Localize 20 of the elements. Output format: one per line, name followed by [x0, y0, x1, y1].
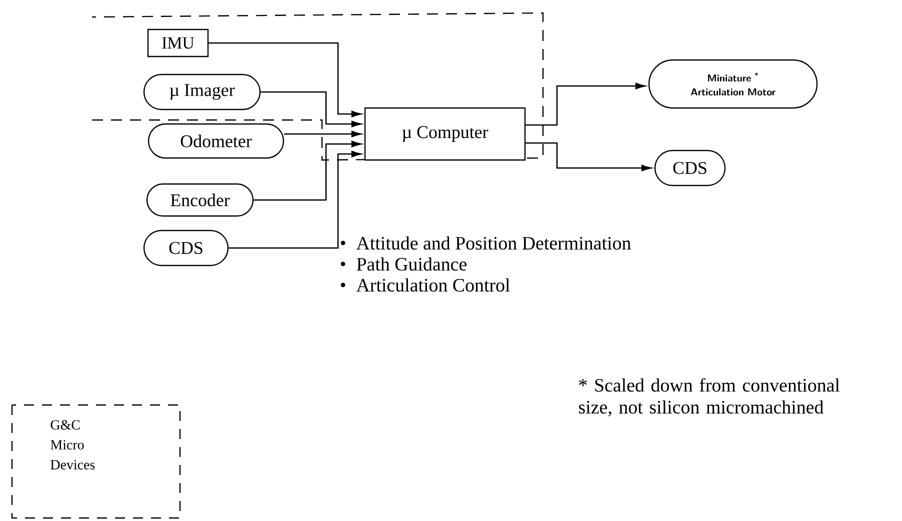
device-box: CDS	[654, 150, 726, 186]
list-item: Attitude and Position Determination	[356, 236, 631, 250]
arrow	[228, 150, 362, 249]
device-box: µ Imager	[143, 74, 261, 110]
process-box: µ Computer	[364, 107, 526, 161]
device-box: CDS	[143, 230, 229, 266]
arrow	[284, 130, 362, 138]
arrow	[254, 140, 362, 201]
device-box: Miniature $^{*}$ Articulation Motor	[648, 59, 818, 109]
footnote: * Scaled down from conventional size, not silicon micromachined	[578, 378, 840, 416]
arrow	[526, 142, 652, 172]
process-box: IMU	[147, 28, 209, 58]
legend-box: G&C Micro Devices	[11, 404, 181, 519]
list-item: Articulation Control	[356, 278, 510, 292]
list-item: Path Guidance	[356, 257, 466, 271]
device-box: Encoder	[146, 183, 254, 217]
arrow	[208, 42, 362, 118]
arrow	[526, 82, 646, 126]
device-box: Odometer	[148, 123, 284, 159]
arrow	[260, 91, 362, 128]
